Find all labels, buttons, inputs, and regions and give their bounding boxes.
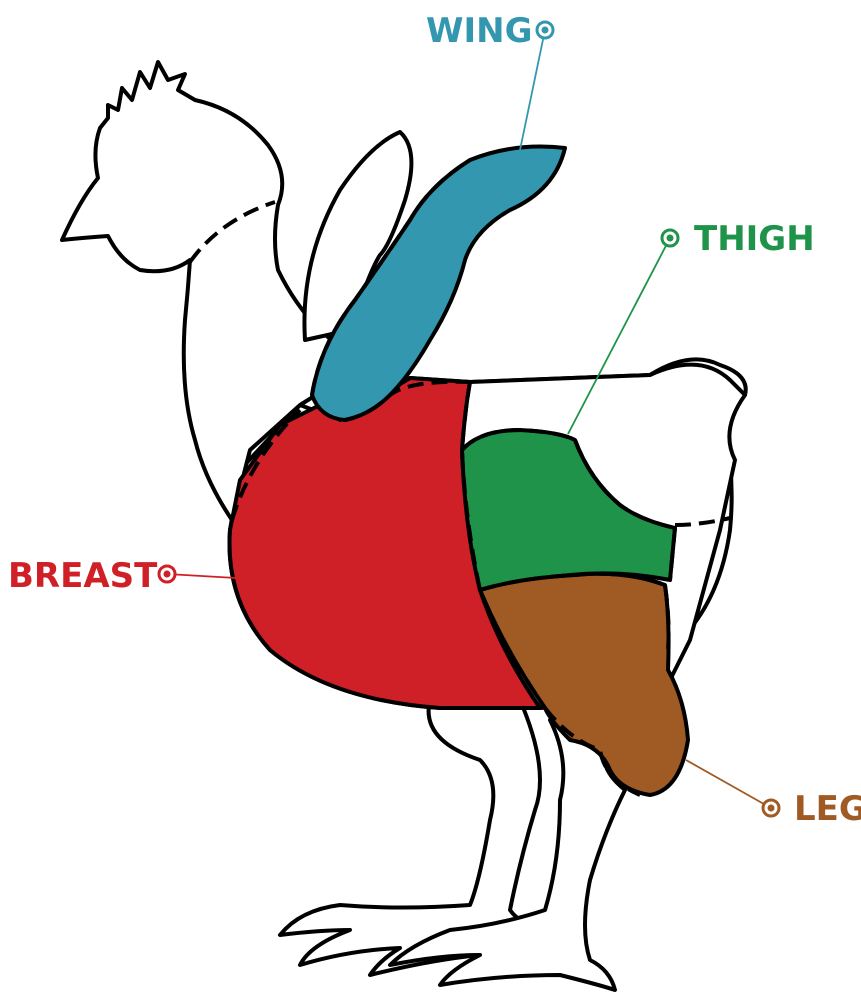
breast-label: BREAST: [8, 556, 158, 596]
leg-label: LEG: [794, 789, 861, 829]
breast-leader-line: [167, 574, 236, 578]
leg-leader-line: [686, 760, 771, 808]
chicken-feet: [280, 700, 625, 990]
wing-label: WING: [426, 11, 533, 51]
thigh-marker-icon: [662, 230, 678, 246]
thigh-label: THIGH: [694, 219, 815, 259]
wing-marker-icon: [537, 22, 553, 38]
leg-marker-icon: [763, 800, 779, 816]
breast-marker-icon: [159, 566, 175, 582]
